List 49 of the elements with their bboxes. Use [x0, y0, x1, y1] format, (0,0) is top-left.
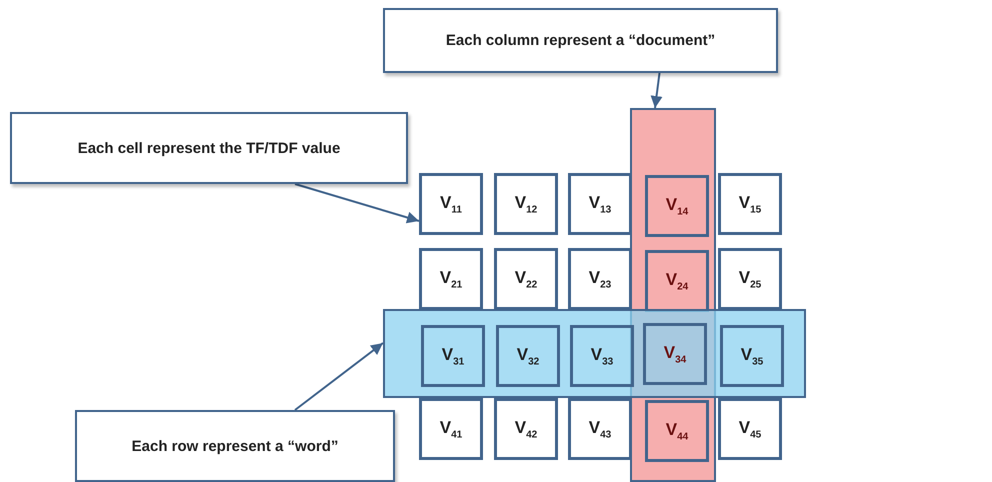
matrix-cell [718, 173, 782, 235]
callout-pointer [650, 72, 662, 108]
cell-value: V$_{12}$ [514, 192, 538, 216]
callout-text: Each row represent a “word” [132, 438, 338, 454]
matrix-cell [643, 323, 707, 385]
matrix-cell [570, 325, 634, 387]
matrix-cell [718, 248, 782, 310]
matrix-cell [494, 248, 558, 310]
matrix-cell [419, 248, 483, 310]
matrix-cell [419, 173, 483, 235]
cell-value: V$_{15}$ [738, 192, 762, 216]
cell-value: V$_{24}$ [666, 270, 688, 292]
cell-value: V$_{25}$ [738, 268, 762, 290]
cell-value: V$_{44}$ [666, 420, 688, 442]
cell-value: V$_{32}$ [516, 344, 540, 368]
cell-value: V$_{35}$ [740, 344, 764, 368]
matrix-cell [720, 325, 784, 387]
cell-value: V$_{33}$ [590, 344, 614, 368]
matrix-cell [645, 175, 709, 237]
cell-value: V$_{23}$ [588, 268, 612, 290]
matrix-cell [568, 248, 632, 310]
cell-value: V$_{22}$ [514, 268, 538, 290]
callout-box [10, 112, 408, 184]
matrix-cell [494, 398, 558, 460]
matrix-cell [568, 173, 632, 235]
cell-value: V$_{41}$ [440, 418, 462, 440]
callout-pointer [294, 342, 384, 411]
matrix-cell [645, 400, 709, 462]
callout-text: Each column represent a “document” [446, 32, 716, 49]
matrix-cell [718, 398, 782, 460]
matrix-cell [496, 325, 560, 387]
matrix-cell [568, 398, 632, 460]
callout-pointer [294, 183, 420, 224]
matrix-cell [494, 173, 558, 235]
cell-value: V$_{31}$ [442, 344, 464, 368]
cell-value: V$_{14}$ [666, 194, 688, 218]
cell-value: V$_{13}$ [588, 192, 612, 216]
cell-value: V$_{45}$ [738, 418, 762, 440]
callout-box [75, 410, 395, 482]
cell-value: V$_{11}$ [440, 192, 462, 216]
callout-text: Each cell represent the TF/TDF value [78, 140, 340, 156]
matrix-cell [419, 398, 483, 460]
cell-value: V$_{43}$ [588, 418, 612, 440]
matrix-cell [421, 325, 485, 387]
cell-value: V$_{34}$ [664, 342, 686, 366]
row-highlight-band [383, 309, 806, 398]
callout-box [383, 8, 778, 73]
cell-value: V$_{21}$ [440, 268, 462, 290]
cell-value: V$_{42}$ [514, 418, 538, 440]
